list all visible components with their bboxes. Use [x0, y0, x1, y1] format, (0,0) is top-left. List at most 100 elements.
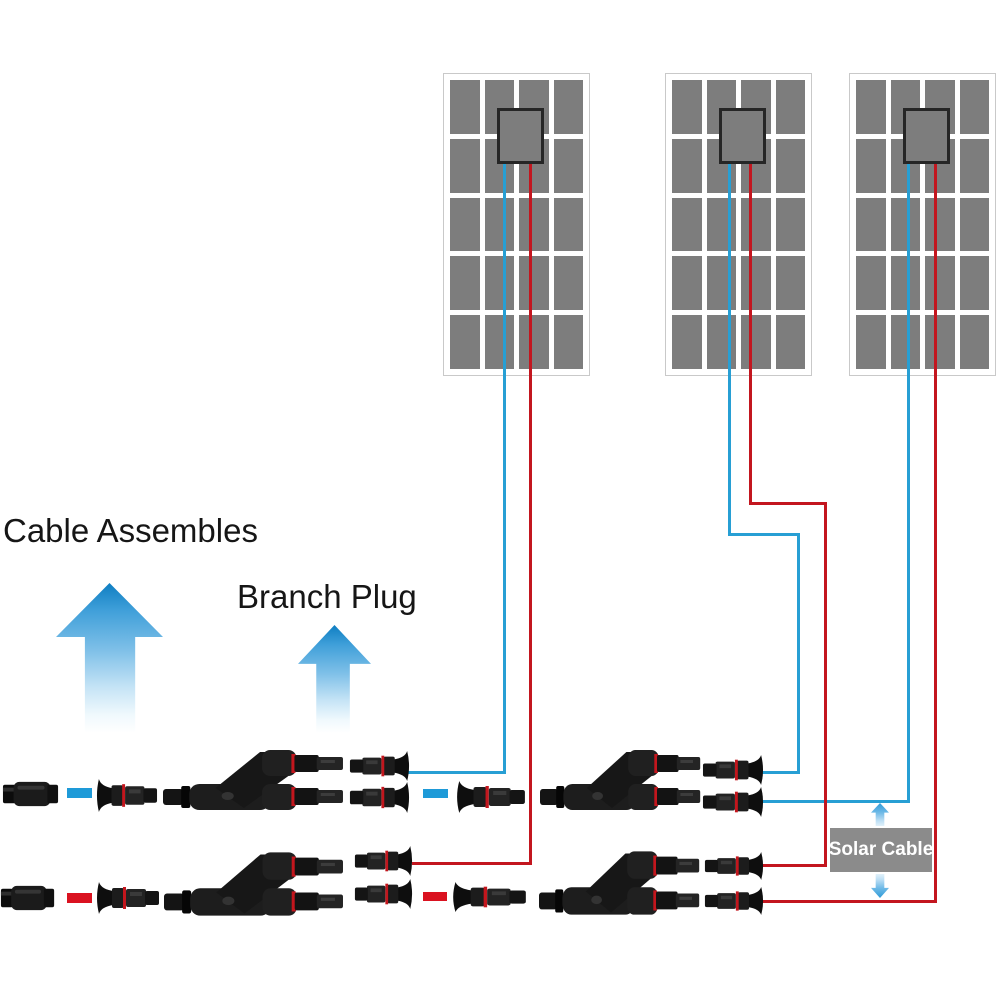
wire-panel2-negative-blue: [762, 771, 800, 774]
panel-cell: [959, 138, 989, 193]
panel-cell: [856, 256, 886, 311]
solar-panel-1-junction-box: [497, 108, 544, 164]
wire-panel2-negative-blue: [728, 163, 731, 536]
panel-cell: [775, 197, 805, 252]
pair-connector-row2-left-bottom-icon: [354, 879, 413, 909]
panel-cell: [672, 315, 702, 369]
panel-cell: [519, 315, 549, 369]
wire-panel2-negative-blue: [797, 533, 800, 774]
mc4-bell-connector-row1-left-icon: [96, 779, 158, 812]
panel-cell: [519, 256, 549, 311]
wire-panel1-negative-blue: [503, 163, 506, 774]
panel-cell: [553, 80, 583, 134]
panel-cell: [553, 315, 583, 369]
panel-cell: [519, 197, 549, 252]
panel-cell: [484, 197, 514, 252]
pair-connector-row1-left-bottom-icon: [349, 782, 410, 813]
solar-panel-1: [443, 73, 590, 376]
panel-cell: [959, 256, 989, 311]
branch-connector-2to1-row1-left-icon: [163, 744, 345, 816]
solar-panel-3-junction-box: [903, 108, 950, 164]
panel-cell: [856, 197, 886, 252]
panel-cell: [890, 197, 920, 252]
gap-dash-blue-1: [67, 788, 92, 798]
gap-dash-red-1: [67, 893, 92, 903]
wire-panel2-positive-red: [762, 864, 827, 867]
mc4-bell-connector-row1-right-icon: [456, 781, 526, 813]
solar-panel-2-junction-box: [719, 108, 766, 164]
pair-connector-row1-left-top-icon: [349, 751, 410, 781]
solar-panel-3-grid: [856, 80, 989, 369]
branch-plug-label: Branch Plug: [237, 578, 417, 615]
panel-cell: [553, 256, 583, 311]
panel-cell: [925, 197, 955, 252]
wire-panel2-negative-blue: [728, 533, 800, 536]
cable-assembles-arrow-up-icon: [56, 583, 163, 733]
panel-cell: [775, 315, 805, 369]
panel-cell: [484, 315, 514, 369]
panel-cell: [450, 138, 480, 193]
mc4-bell-connector-row2-right-icon: [452, 882, 527, 912]
wire-panel2-positive-red: [749, 163, 752, 505]
mc4-bell-connector-row2-left-icon: [96, 882, 160, 914]
pair-connector-row2-right-bottom-icon: [704, 887, 764, 915]
panel-cell: [450, 197, 480, 252]
solar-cable-arrow-up-icon: [871, 803, 889, 826]
mc4-capped-connector-row2-icon: [0, 881, 56, 914]
gap-dash-red-2: [423, 892, 447, 901]
solar-cable-label: Solar Cable: [829, 828, 933, 872]
panel-cell: [890, 256, 920, 311]
wire-panel3-positive-red: [934, 163, 937, 903]
pair-connector-row1-right-top-icon: [702, 755, 764, 785]
panel-cell: [706, 315, 736, 369]
wire-panel3-negative-blue: [762, 800, 910, 803]
panel-cell: [741, 256, 771, 311]
panel-cell: [672, 197, 702, 252]
gap-dash-blue-2: [423, 789, 448, 798]
panel-cell: [672, 256, 702, 311]
pair-connector-row1-right-bottom-icon: [702, 787, 764, 817]
panel-cell: [856, 80, 886, 134]
panel-cell: [856, 138, 886, 193]
panel-cell: [925, 256, 955, 311]
panel-cell: [959, 80, 989, 134]
panel-cell: [450, 315, 480, 369]
solar-panel-3: [849, 73, 996, 376]
wire-panel3-positive-red: [762, 900, 937, 903]
wire-panel1-negative-blue: [407, 771, 506, 774]
panel-cell: [775, 138, 805, 193]
wire-panel2-positive-red: [824, 502, 827, 867]
panel-cell: [890, 315, 920, 369]
pair-connector-row2-right-top-icon: [704, 852, 764, 880]
solar-cable-arrow-down-icon: [871, 874, 889, 898]
branch-connector-2to1-row2-left-icon: [164, 846, 345, 922]
panel-cell: [450, 256, 480, 311]
panel-cell: [450, 80, 480, 134]
solar-panel-2: [665, 73, 812, 376]
panel-cell: [672, 80, 702, 134]
panel-cell: [706, 197, 736, 252]
branch-connector-2to1-row2-right-icon: [539, 845, 701, 921]
wire-panel1-positive-red: [412, 862, 532, 865]
cable-assembles-label: Cable Assembles: [3, 512, 258, 549]
wire-panel3-negative-blue: [907, 163, 910, 803]
panel-cell: [553, 138, 583, 193]
mc4-capped-connector-row1-icon: [2, 777, 60, 810]
solar-panel-1-grid: [450, 80, 583, 369]
panel-cell: [959, 315, 989, 369]
panel-cell: [484, 256, 514, 311]
panel-cell: [741, 197, 771, 252]
pair-connector-row2-left-top-icon: [354, 846, 413, 876]
solar-panel-2-grid: [672, 80, 805, 369]
panel-cell: [741, 315, 771, 369]
panel-cell: [856, 315, 886, 369]
branch-plug-arrow-up-icon: [298, 625, 371, 733]
panel-cell: [672, 138, 702, 193]
panel-cell: [959, 197, 989, 252]
wire-panel1-positive-red: [529, 163, 532, 865]
wire-panel2-positive-red: [749, 502, 827, 505]
panel-cell: [925, 315, 955, 369]
panel-cell: [553, 197, 583, 252]
branch-connector-2to1-row1-right-icon: [540, 744, 702, 816]
